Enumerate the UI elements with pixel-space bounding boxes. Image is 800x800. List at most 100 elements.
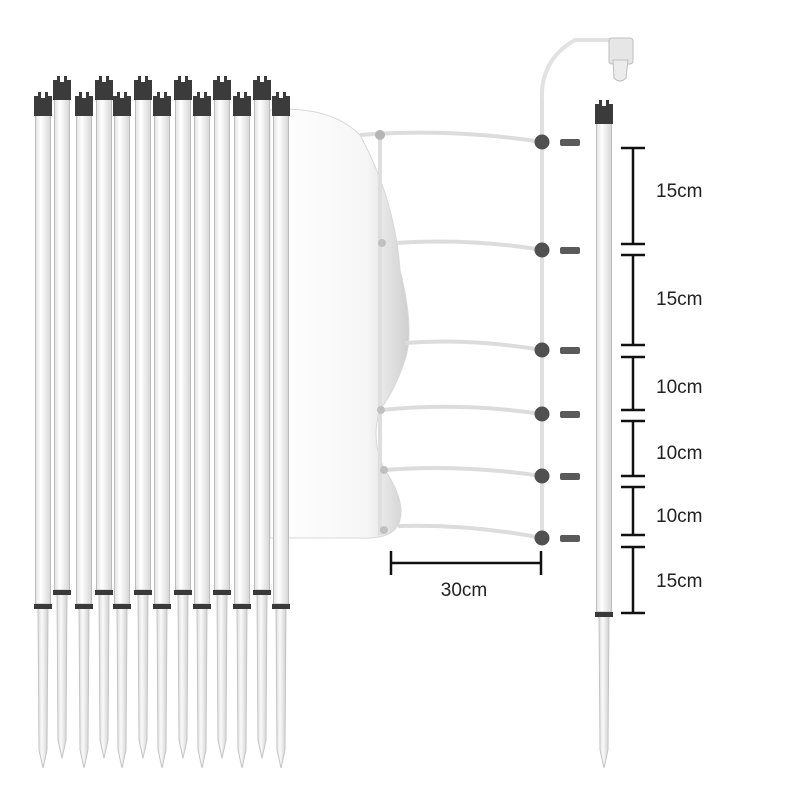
net-knot — [534, 134, 550, 150]
fence-post — [153, 92, 171, 769]
wire-clip — [560, 347, 580, 354]
mesh-width-label: 30cm — [441, 580, 487, 601]
wire-clip — [560, 473, 580, 480]
post-tube — [54, 95, 70, 591]
net-wire — [381, 404, 543, 416]
post-band — [113, 604, 131, 609]
post-band — [193, 604, 211, 609]
post-tube — [273, 111, 289, 605]
post-band — [233, 604, 251, 609]
net-knot — [375, 130, 385, 140]
post-cap — [53, 76, 71, 100]
net-knot — [378, 239, 386, 247]
post-tube — [154, 111, 170, 605]
post-cap — [95, 76, 113, 100]
net-knot — [380, 526, 388, 534]
fence-post — [134, 76, 152, 759]
net-knot — [534, 468, 550, 484]
post-band — [95, 590, 113, 595]
post-cap — [75, 92, 93, 116]
post-spike — [216, 593, 228, 759]
fence-post — [95, 76, 113, 759]
post-band — [595, 612, 613, 617]
post-spike — [137, 593, 149, 759]
post-cap — [272, 92, 290, 116]
post-spike — [116, 607, 128, 769]
wire-spacing-label: 15cm — [656, 289, 702, 310]
post-band — [53, 590, 71, 595]
fence-post — [34, 92, 52, 769]
wire-clip — [560, 535, 580, 542]
post-cap — [153, 92, 171, 116]
top-hook — [608, 37, 634, 82]
fence-netting — [359, 38, 612, 540]
post-cap — [233, 92, 251, 116]
net-vertical-strut-right — [539, 38, 612, 101]
fence-post — [53, 76, 71, 759]
post-spike — [37, 607, 49, 769]
fence-post — [193, 92, 211, 769]
net-wire — [359, 130, 543, 144]
wire-clip — [560, 247, 580, 254]
post-tube — [596, 119, 612, 613]
post-tube — [254, 95, 270, 591]
post-cap — [134, 76, 152, 100]
post-tube — [114, 111, 130, 605]
post-tube — [194, 111, 210, 605]
post-spike — [177, 593, 189, 759]
post-cap — [174, 76, 192, 100]
post-cap — [253, 76, 271, 100]
wire-clip — [560, 411, 580, 418]
post-cap — [595, 100, 613, 124]
mesh-width-dimension: 30cm — [389, 551, 543, 601]
net-knot — [377, 406, 385, 414]
fence-post — [272, 92, 290, 769]
post-band — [34, 604, 52, 609]
net-knot — [534, 406, 550, 422]
wire-spacing-label: 10cm — [656, 377, 702, 398]
wire-clips — [534, 134, 580, 546]
post-tube — [35, 111, 51, 605]
post-band — [174, 590, 192, 595]
fence-post-detail — [595, 100, 613, 769]
post-spike — [196, 607, 208, 769]
net-knot — [534, 242, 550, 258]
post-spike — [256, 593, 268, 759]
net-wire — [404, 339, 543, 352]
fence-post — [233, 92, 251, 769]
fence-post — [174, 76, 192, 759]
wire-spacing-label: 15cm — [656, 181, 702, 202]
post-spike — [78, 607, 90, 769]
post-spike — [156, 607, 168, 769]
fence-post — [113, 92, 131, 769]
fence-post — [253, 76, 271, 759]
post-tube — [76, 111, 92, 605]
post-cap — [213, 76, 231, 100]
net-knot — [380, 466, 388, 474]
post-tube — [96, 95, 112, 591]
net-wire — [384, 466, 543, 478]
wire-clip — [560, 139, 580, 146]
post-band — [213, 590, 231, 595]
post-cap — [34, 92, 52, 116]
post-tube — [234, 111, 250, 605]
post-band — [75, 604, 93, 609]
post-spike — [56, 593, 68, 759]
wire-spacing-label: 10cm — [656, 443, 702, 464]
post-spike — [275, 607, 287, 769]
rolled-net-bundle — [269, 108, 410, 539]
wire-spacing-label: 15cm — [656, 571, 702, 592]
fence-post — [75, 92, 93, 769]
post-cap — [113, 92, 131, 116]
post-tube — [175, 95, 191, 591]
net-wire — [397, 523, 543, 540]
post-band — [134, 590, 152, 595]
fence-post — [595, 100, 613, 769]
stacked-fence-posts — [34, 76, 290, 769]
post-band — [272, 604, 290, 609]
post-band — [153, 604, 171, 609]
post-tube — [214, 95, 230, 591]
net-knot — [534, 530, 550, 546]
post-spike — [98, 593, 110, 759]
